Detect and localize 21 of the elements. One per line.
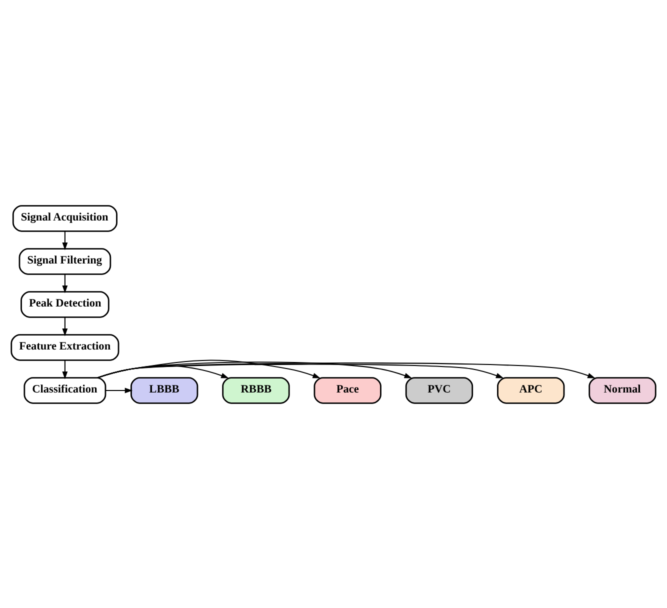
node-box: LBBB bbox=[130, 376, 198, 404]
node-box: APC bbox=[497, 376, 565, 404]
node-box: Pace bbox=[314, 376, 382, 404]
node-box: Peak Detection bbox=[20, 290, 110, 318]
node-box: Feature Extraction bbox=[10, 334, 120, 360]
node-box: Signal Acquisition bbox=[12, 204, 118, 232]
arrow bbox=[106, 387, 133, 393]
arrow bbox=[62, 360, 68, 379]
arrow bbox=[97, 363, 504, 378]
node-box: Normal bbox=[588, 376, 656, 404]
arrow bbox=[97, 359, 320, 378]
arrow bbox=[97, 361, 412, 378]
node-box: PVC bbox=[405, 376, 474, 404]
arrow bbox=[62, 316, 68, 336]
node-box: RBBB bbox=[222, 376, 290, 404]
arrow bbox=[97, 364, 229, 378]
node-box: Classification bbox=[24, 376, 106, 404]
arrow bbox=[62, 230, 68, 250]
node-box: Signal Filtering bbox=[18, 248, 112, 274]
arrow bbox=[97, 362, 596, 378]
arrow bbox=[62, 274, 68, 293]
